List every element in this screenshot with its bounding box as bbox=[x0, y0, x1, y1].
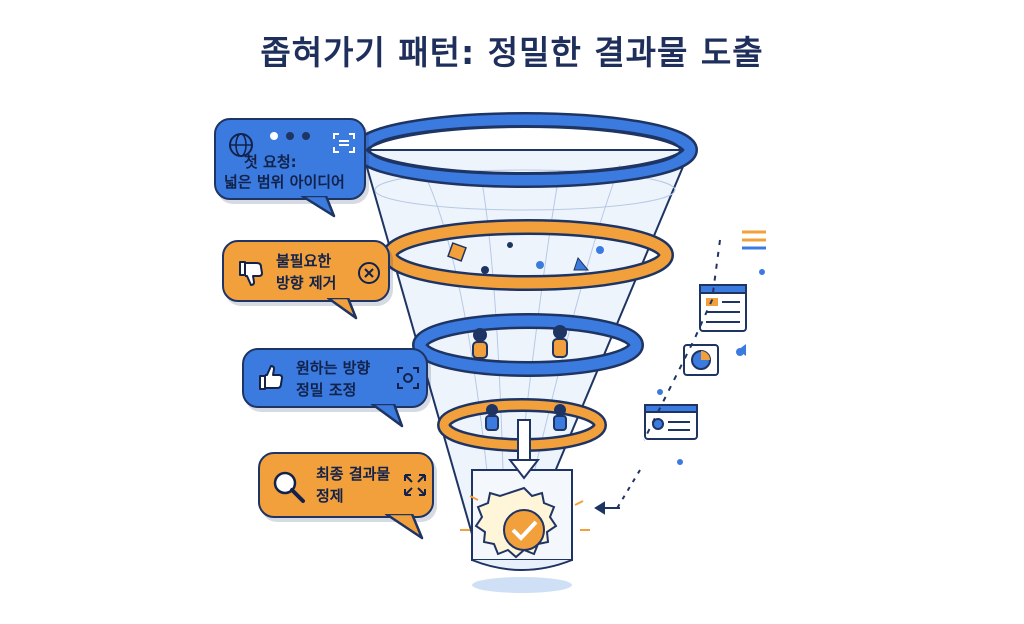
sparkle-icon bbox=[460, 495, 590, 531]
close-circle-icon bbox=[358, 262, 380, 284]
floating-ui-panels bbox=[644, 284, 747, 440]
expand-arrows-icon bbox=[404, 474, 426, 496]
step-bubble-fine-tune: 원하는 방향 정밀 조정 bbox=[242, 348, 428, 408]
check-badge-icon bbox=[474, 486, 558, 559]
bubble-tail bbox=[370, 404, 404, 428]
step-bubble-remove-directions: 불필요한 방향 제거 bbox=[222, 240, 390, 302]
step-bubble-final-output: 최종 결과물 정제 bbox=[258, 452, 434, 518]
scan-frame-icon bbox=[333, 133, 355, 153]
bubble-tail bbox=[384, 514, 424, 540]
step-label-line1: 첫 요청: bbox=[244, 153, 297, 171]
thumbs-down-icon bbox=[239, 261, 263, 286]
step-label-line1: 원하는 방향 bbox=[296, 359, 371, 377]
bubble-tail bbox=[300, 196, 336, 218]
page-title: 좁혀가기 패턴: 정밀한 결과물 도출 bbox=[260, 33, 764, 72]
step-label-line2: 방향 제거 bbox=[276, 274, 337, 292]
step-label-line1: 불필요한 bbox=[276, 252, 332, 270]
step-bubble-broad-ideas: 첫 요청: 넓은 범위 아이디어 bbox=[214, 118, 366, 200]
list-lines-icon bbox=[742, 230, 766, 250]
funnel-base bbox=[472, 577, 572, 593]
left-arrow-icon bbox=[594, 501, 620, 515]
step-label-line2: 넓은 범위 아이디어 bbox=[224, 173, 345, 191]
bubble-tail bbox=[326, 298, 358, 320]
focus-frame-icon bbox=[397, 367, 419, 389]
thumbs-up-icon bbox=[259, 365, 283, 390]
magnifier-icon bbox=[273, 471, 305, 503]
orange-cube-icon bbox=[447, 242, 467, 262]
step-label-line2: 정밀 조정 bbox=[296, 381, 357, 399]
step-label-line2: 정제 bbox=[316, 487, 344, 505]
dots-icon bbox=[270, 132, 310, 140]
cone-icon bbox=[573, 256, 590, 271]
step-label-line1: 최종 결과물 bbox=[316, 465, 391, 483]
down-arrow-icon bbox=[507, 419, 541, 480]
person-figure-icon bbox=[472, 325, 568, 431]
globe-icon bbox=[229, 133, 253, 157]
